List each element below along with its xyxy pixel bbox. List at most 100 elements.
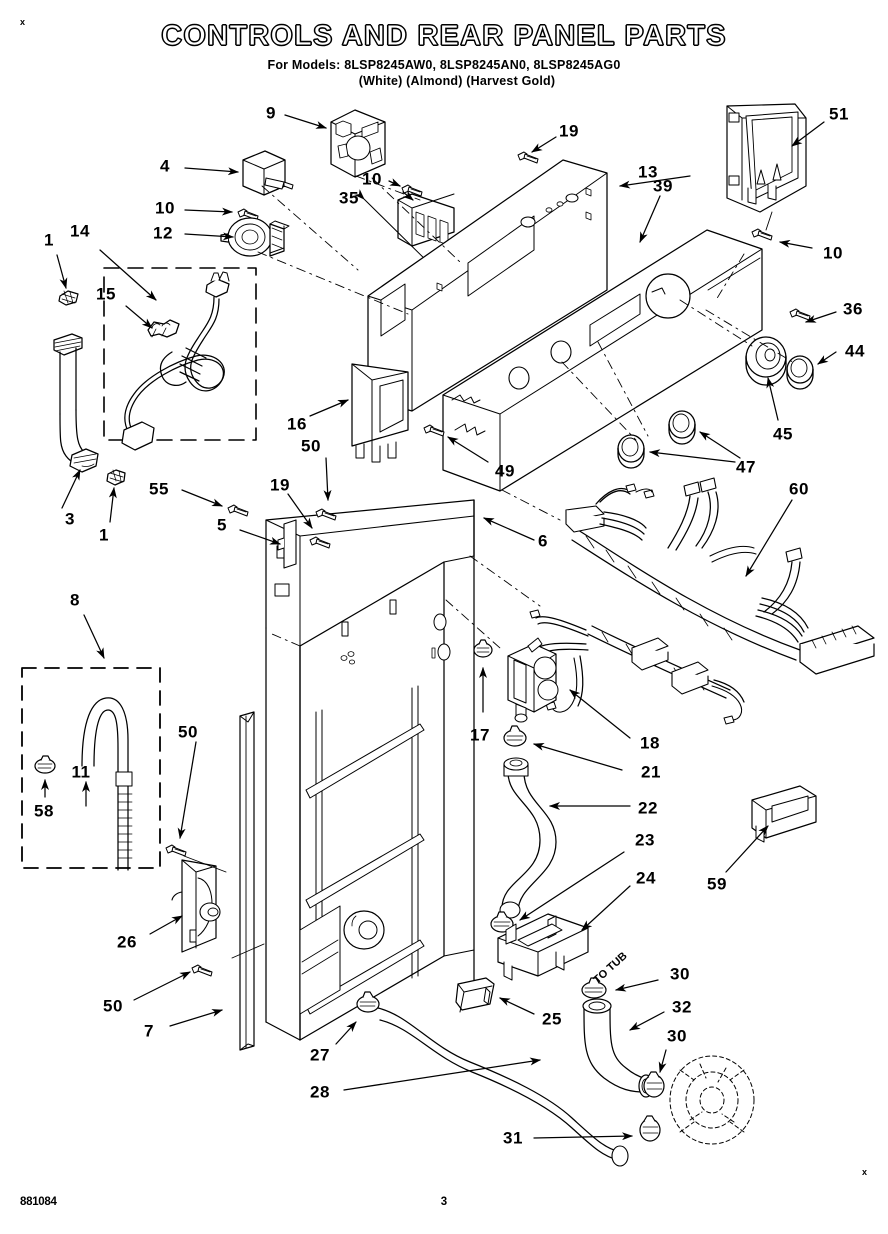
footer-page-number: 3 <box>440 1196 448 1208</box>
callout-number-55: 55 <box>149 479 169 499</box>
callout-number-19: 19 <box>559 121 579 141</box>
part-screw-36 <box>789 308 811 321</box>
callout-number-51: 51 <box>829 104 849 124</box>
part-clamp-27 <box>356 991 380 1013</box>
callout-number-50: 50 <box>301 436 321 456</box>
callout-number-59: 59 <box>707 874 727 894</box>
callout-number-47: 47 <box>736 457 756 477</box>
callout-number-10: 10 <box>823 243 843 263</box>
callout-number-8: 8 <box>70 590 80 610</box>
callout-number-9: 9 <box>266 103 276 123</box>
callout-number-17: 17 <box>470 725 490 745</box>
callout-number-7: 7 <box>144 1021 154 1041</box>
callout-number-50: 50 <box>178 722 198 742</box>
page-title: CONTROLS AND REAR PANEL PARTS <box>161 20 727 52</box>
part-inlet-hose-3 <box>53 333 99 473</box>
callout-number-30: 30 <box>670 964 690 984</box>
callout-number-27: 27 <box>310 1045 330 1065</box>
callout-number-4: 4 <box>160 156 170 176</box>
callout-number-24: 24 <box>636 868 656 888</box>
callout-number-21: 21 <box>641 762 661 782</box>
part-nut-1 <box>106 469 126 486</box>
callout-number-60: 60 <box>789 479 809 499</box>
part-pump-bracket-24 <box>497 913 589 981</box>
part-screw-55 <box>227 504 249 517</box>
part-cord-clamp-15 <box>147 319 180 338</box>
part-clip-1 <box>58 290 79 306</box>
callout-number-14: 14 <box>70 221 90 241</box>
part-knob-47b <box>668 410 696 445</box>
registration-mark-bottom-right: x <box>862 1167 868 1177</box>
callout-number-19: 19 <box>270 475 290 495</box>
part-screw-49 <box>423 424 445 437</box>
part-clip-25 <box>455 977 495 1013</box>
finishes-line: (White) (Almond) (Harvest Gold) <box>358 74 556 88</box>
part-screw-10c <box>751 228 773 241</box>
callout-number-10: 10 <box>155 198 175 218</box>
part-screw-50b <box>165 844 187 857</box>
diagram-header: CONTROLS AND REAR PANEL PARTS For Models… <box>0 20 888 88</box>
part-screw-19a <box>517 151 539 164</box>
part-side-trim-7 <box>239 711 255 1051</box>
part-console-rear-13 <box>367 159 608 412</box>
callout-number-26: 26 <box>117 932 137 952</box>
callout-number-16: 16 <box>287 414 307 434</box>
callout-number-36: 36 <box>843 299 863 319</box>
part-clamp-58 <box>34 755 56 774</box>
part-bracket-51 <box>726 103 807 213</box>
callout-number-28: 28 <box>310 1082 330 1102</box>
models-line: For Models: 8LSP8245AW0, 8LSP8245AN0, 8L… <box>267 58 621 72</box>
part-switch-4 <box>242 150 294 196</box>
part-switch-9 <box>330 109 386 178</box>
part-pump-mount-26 <box>171 859 221 953</box>
dashed-group-8 <box>21 667 161 869</box>
part-rear-panel-6 <box>265 499 475 1041</box>
part-bracket-16 <box>351 363 409 463</box>
callout-number-1: 1 <box>99 525 109 545</box>
callout-number-39: 39 <box>653 176 673 196</box>
callout-number-58: 58 <box>34 801 54 821</box>
part-clamp-31 <box>639 1115 661 1142</box>
callout-number-11: 11 <box>71 762 91 782</box>
callout-number-31: 31 <box>503 1128 523 1148</box>
part-power-cord <box>121 271 230 451</box>
part-clamp-17 <box>473 639 493 658</box>
callout-number-30: 30 <box>667 1026 687 1046</box>
callout-number-22: 22 <box>638 798 658 818</box>
part-water-valve-18 <box>507 637 559 723</box>
callout-number-12: 12 <box>153 223 173 243</box>
footer-doc-number: 881084 <box>20 1196 57 1208</box>
callout-number-45: 45 <box>773 424 793 444</box>
callout-number-35: 35 <box>339 188 359 208</box>
reference-pump <box>669 1055 755 1145</box>
callout-number-3: 3 <box>65 509 75 529</box>
callout-number-15: 15 <box>96 284 116 304</box>
part-wire-harness-60 <box>527 477 875 725</box>
part-knob-45 <box>745 336 787 386</box>
callout-number-23: 23 <box>635 830 655 850</box>
callout-number-1: 1 <box>44 230 54 250</box>
callout-number-5: 5 <box>217 515 227 535</box>
registration-mark-top-left: x <box>20 17 26 27</box>
callout-number-6: 6 <box>538 531 548 551</box>
callout-number-13: 13 <box>638 162 658 182</box>
part-screw-50c <box>191 964 213 977</box>
callout-number-32: 32 <box>672 997 692 1017</box>
callout-number-50: 50 <box>103 996 123 1016</box>
part-clamp-30a <box>581 977 607 999</box>
part-clamp-23 <box>490 911 514 933</box>
part-knob-47a <box>617 434 645 469</box>
part-console-front-39 <box>442 229 763 492</box>
callout-number-10: 10 <box>362 169 382 189</box>
callout-number-44: 44 <box>845 341 865 361</box>
part-clamp-21 <box>503 725 527 747</box>
dashed-group-14 <box>103 267 257 441</box>
part-hose-22 <box>499 757 557 919</box>
callout-number-49: 49 <box>495 461 515 481</box>
callout-number-25: 25 <box>542 1009 562 1029</box>
part-drain-hose-11 <box>81 697 133 871</box>
part-clamp-30b <box>643 1071 665 1098</box>
callout-number-18: 18 <box>640 733 660 753</box>
